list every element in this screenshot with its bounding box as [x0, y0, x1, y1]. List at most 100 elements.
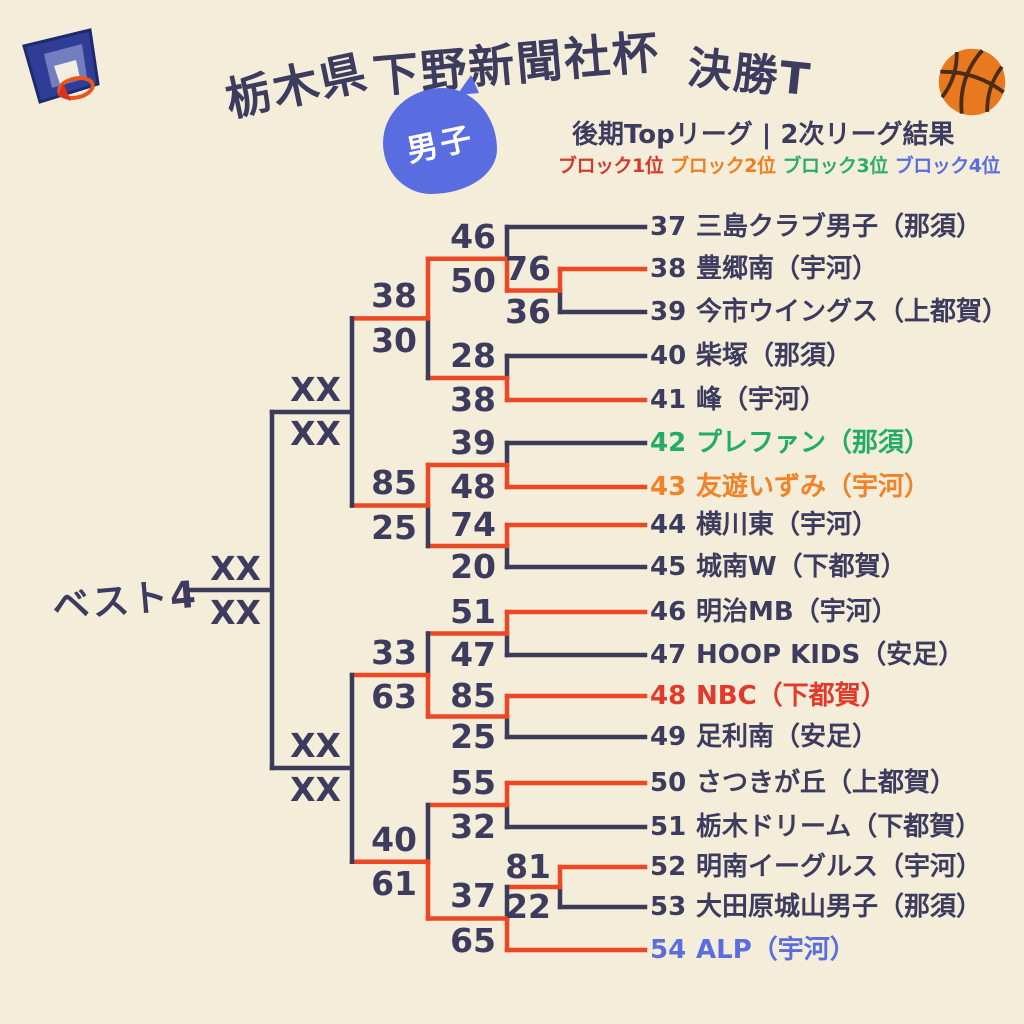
block-rank-legend: ブロック1位 ブロック2位 ブロック3位 ブロック4位: [558, 151, 1000, 178]
quarterfinal-1: [349, 256, 431, 381]
semifinal-2: [269, 672, 355, 865]
team-seed: 44: [650, 510, 687, 540]
legend-block2: ブロック2位: [670, 155, 776, 177]
team-seed: 41: [650, 385, 687, 415]
match-37-vs-w1: [425, 224, 510, 293]
team-seed: 48: [650, 681, 687, 711]
team-seed: 47: [650, 640, 687, 670]
score-m40-41-top: 28: [450, 336, 496, 375]
score-final-top: XX: [210, 549, 261, 588]
team-seed: 49: [650, 722, 687, 752]
team-seed: 52: [650, 852, 687, 882]
score-qf1-top: 38: [371, 276, 417, 315]
team-row-53: 53 大田原城山男子（那須）: [650, 891, 982, 923]
team-seed: 53: [650, 892, 687, 922]
match-46-47: [425, 609, 510, 658]
team-row-45: 45 城南W（下都賀）: [650, 551, 907, 583]
legend-block4: ブロック4位: [894, 155, 1001, 177]
match-38-39: [504, 266, 563, 315]
match-40-41: [425, 353, 510, 403]
score-m37w1-bottom: 50: [450, 261, 496, 300]
team-seed: 50: [650, 768, 687, 798]
match-48-49: [425, 693, 510, 740]
team-row-48: 48 NBC（下都賀）: [650, 680, 887, 712]
basketball-icon: [938, 48, 1006, 116]
team-seed: 43: [650, 472, 687, 502]
score-final-bottom: XX: [210, 593, 261, 632]
team-row-50: 50 さつきが丘（上都賀）: [650, 767, 956, 799]
match-52-53: [504, 864, 563, 910]
score-qf3-bottom: 63: [371, 677, 417, 716]
score-qf1-bottom: 30: [371, 321, 417, 360]
team-name: 大田原城山男子（那須）: [696, 892, 983, 922]
team-name: 明治MB（宇河）: [696, 597, 898, 627]
team-name: 三島クラブ男子（那須）: [696, 212, 983, 242]
score-m48-49-bottom: 25: [450, 717, 496, 756]
league-note: 後期Topリーグ | 2次リーグ結果: [572, 120, 955, 150]
quarterfinal-4: [349, 802, 431, 921]
team-row-41: 41 峰（宇河）: [650, 384, 826, 416]
team-seed: 42: [650, 428, 687, 458]
score-mw9-54-bottom: 65: [450, 921, 496, 960]
team-row-52: 52 明南イーグルス（宇河）: [650, 851, 982, 883]
score-m38-39-bottom: 36: [505, 292, 551, 331]
score-m46-47-top: 51: [450, 592, 496, 631]
score-m48-49-top: 85: [450, 676, 496, 715]
team-row-51: 51 栃木ドリーム（下都賀）: [650, 811, 981, 843]
match-50-51: [425, 780, 510, 830]
team-seed: 37: [650, 212, 687, 242]
score-m50-51-bottom: 32: [450, 807, 496, 846]
basketball-hoop-icon: [22, 28, 100, 104]
score-m44-45-top: 74: [450, 505, 496, 544]
score-qf2-bottom: 25: [371, 508, 417, 547]
team-seed: 51: [650, 812, 687, 842]
match-42-43: [425, 440, 510, 490]
legend-block3: ブロック3位: [782, 155, 888, 177]
team-row-49: 49 足利南（安足）: [650, 721, 878, 753]
team-seed: 40: [650, 341, 687, 371]
team-name: 豊郷南（宇河）: [696, 254, 879, 284]
final-connector: [187, 409, 275, 771]
score-m42-43-top: 39: [450, 423, 496, 462]
bubble-tail: [457, 75, 479, 95]
score-m37w1-top: 46: [450, 217, 496, 256]
team-seed: 39: [650, 297, 687, 327]
score-m38-39-top: 76: [505, 249, 551, 288]
team-row-37: 37 三島クラブ男子（那須）: [650, 211, 982, 243]
team-name: NBC（下都賀）: [696, 681, 887, 711]
score-mw9-54-top: 37: [450, 876, 496, 915]
score-m50-51-top: 55: [450, 763, 496, 802]
score-qf3-top: 33: [371, 633, 417, 672]
team-name: 今市ウイングス（上都賀）: [696, 297, 1009, 327]
team-name: さつきが丘（上都賀）: [696, 768, 957, 798]
team-name: ALP（宇河）: [696, 935, 856, 965]
team-row-39: 39 今市ウイングス（上都賀）: [650, 296, 1008, 328]
team-name: 明南イーグルス（宇河）: [696, 852, 983, 882]
team-lines: [504, 224, 648, 953]
team-name: 城南W（下都賀）: [696, 552, 907, 582]
legend-block1: ブロック1位: [558, 155, 664, 177]
team-seed: 46: [650, 597, 687, 627]
team-row-46: 46 明治MB（宇河）: [650, 596, 898, 628]
team-name: 峰（宇河）: [696, 385, 827, 415]
score-sf1-top: XX: [290, 370, 341, 409]
semifinal-1: [269, 316, 355, 508]
score-m52-53-bottom: 22: [505, 887, 551, 926]
team-name: 栃木ドリーム（下都賀）: [696, 812, 982, 842]
match-44-45: [425, 522, 510, 570]
team-seed: 45: [650, 552, 687, 582]
score-m44-45-bottom: 20: [450, 547, 496, 586]
score-sf1-bottom: XX: [290, 414, 341, 453]
team-name: 足利南（安足）: [696, 722, 879, 752]
score-m42-43-bottom: 48: [450, 467, 496, 506]
score-m52-53-top: 81: [505, 847, 551, 886]
